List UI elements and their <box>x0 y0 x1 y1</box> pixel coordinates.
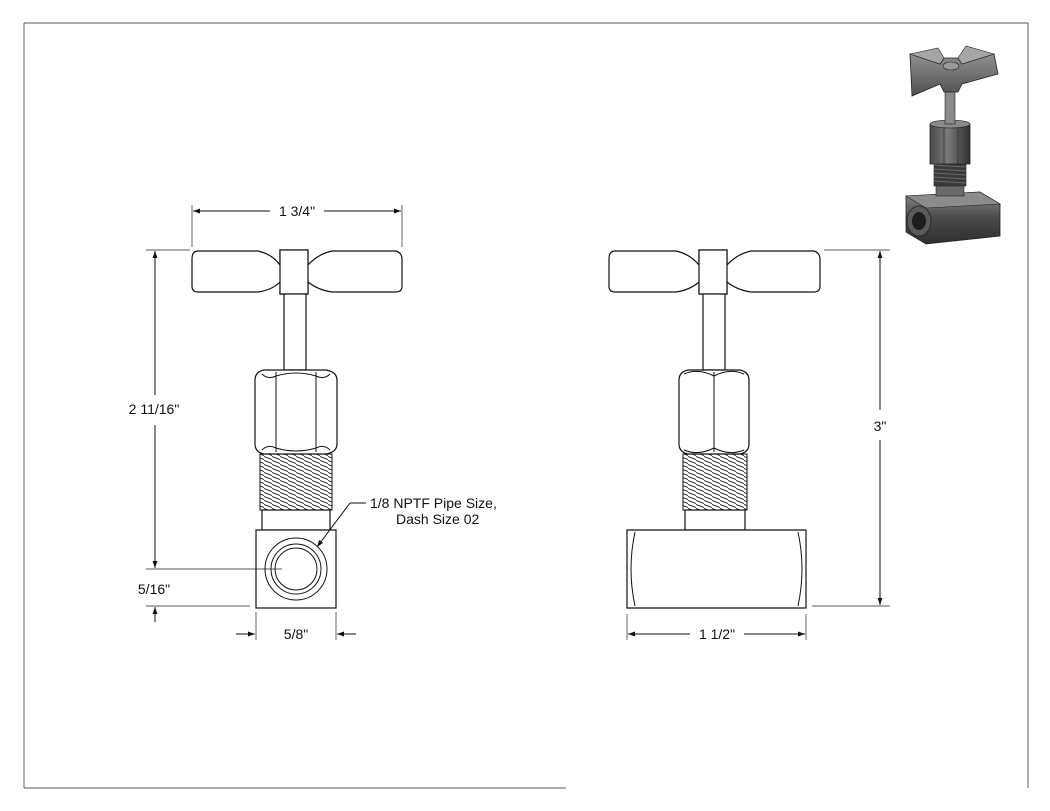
front-view <box>191 249 403 609</box>
dim-height-to-port: 2 11/16" <box>129 249 282 570</box>
dim-body-length: 1 1/2" <box>626 614 807 642</box>
dim-overall-height: 3" <box>812 249 890 607</box>
dim-body-width-label: 5/8" <box>284 626 308 642</box>
front-stem <box>283 293 307 371</box>
callout-line1: 1/8 NPTF Pipe Size, <box>370 495 497 511</box>
dim-port-center-height: 5/16" <box>138 581 250 622</box>
side-body <box>626 529 807 609</box>
dim-body-width: 5/8" <box>236 612 356 642</box>
side-view <box>608 249 821 609</box>
valve-3d-render-icon <box>905 45 1001 245</box>
dim-port-center-height-label: 5/16" <box>138 581 170 597</box>
side-collar <box>684 509 746 531</box>
side-stem <box>702 293 726 371</box>
sheet-border <box>23 22 1029 789</box>
dim-handle-width-label: 1 3/4" <box>279 203 315 219</box>
callout-line2: Dash Size 02 <box>396 511 479 527</box>
dim-height-to-port-label: 2 11/16" <box>129 401 180 417</box>
pipe-size-callout: 1/8 NPTF Pipe Size, Dash Size 02 <box>316 495 497 548</box>
side-handle-hub <box>698 249 728 295</box>
dim-handle-width: 1 3/4" <box>191 203 403 247</box>
front-handle-hub <box>279 249 309 295</box>
dim-body-length-label: 1 1/2" <box>699 626 735 642</box>
front-collar <box>261 509 331 531</box>
front-hex-nut <box>254 369 338 455</box>
dim-overall-height-label: 3" <box>874 418 887 434</box>
front-threads <box>259 453 333 511</box>
side-threads <box>682 453 748 511</box>
side-hex-nut <box>678 369 750 455</box>
